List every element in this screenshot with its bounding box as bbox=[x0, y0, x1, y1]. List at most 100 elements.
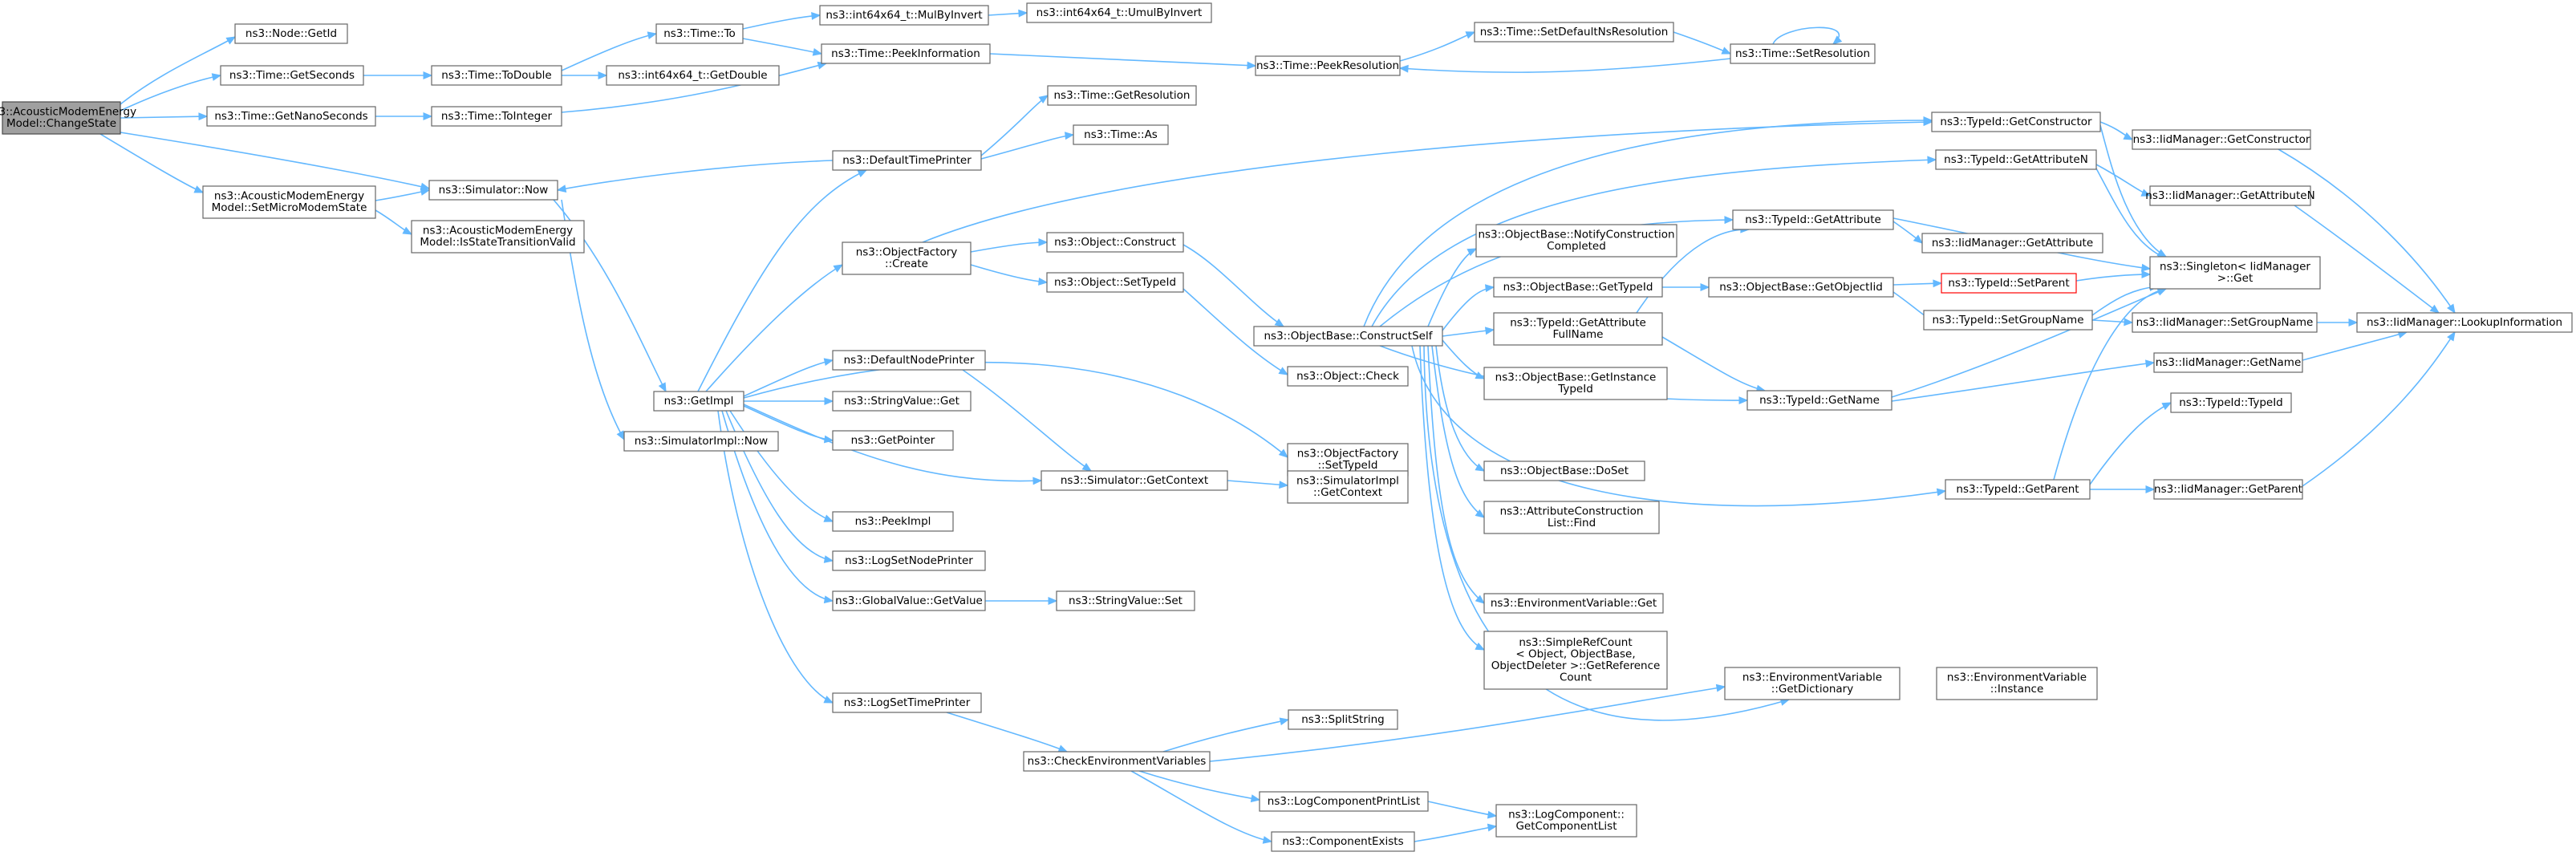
node-box bbox=[411, 220, 585, 254]
node-label: ns3::Time::ToDouble bbox=[441, 69, 551, 82]
node-n_simimplnow[interactable]: ns3::SimulatorImpl::Now bbox=[623, 431, 779, 452]
node-n_setdefns[interactable]: ns3::Time::SetDefaultNsResolution bbox=[1474, 22, 1674, 43]
node-n_splitstr[interactable]: ns3::SplitString bbox=[1288, 709, 1398, 730]
node-n_defnode[interactable]: ns3::DefaultNodePrinter bbox=[832, 350, 986, 371]
node-label: ::SetTypeId bbox=[1318, 459, 1378, 472]
edge-arrowhead bbox=[2348, 318, 2359, 327]
node-n_as[interactable]: ns3::Time::As bbox=[1073, 124, 1169, 145]
node-n_todouble[interactable]: ns3::Time::ToDouble bbox=[431, 65, 562, 86]
node-n_notify[interactable]: ns3::ObjectBase::NotifyConstructionCompl… bbox=[1475, 224, 1677, 258]
node-n_getcomplist[interactable]: ns3::LogComponent::GetComponentList bbox=[1495, 804, 1637, 838]
node-n_mulbyinv[interactable]: ns3::int64x64_t::MulByInvert bbox=[819, 5, 989, 26]
node-n_peekinfo[interactable]: ns3::Time::PeekInformation bbox=[821, 43, 991, 64]
node-n_lognode[interactable]: ns3::LogSetNodePrinter bbox=[832, 550, 986, 571]
node-n_simnow[interactable]: ns3::Simulator::Now bbox=[428, 180, 558, 201]
node-n_tgetattr[interactable]: ns3::TypeId::GetAttribute bbox=[1732, 209, 1894, 230]
node-n_ttypeid[interactable]: ns3::TypeId::TypeId bbox=[2170, 392, 2292, 413]
edge-line bbox=[743, 361, 1288, 458]
node-n_to[interactable]: ns3::Time::To bbox=[655, 23, 744, 44]
node-n_strset[interactable]: ns3::StringValue::Set bbox=[1056, 590, 1195, 611]
node-box bbox=[202, 185, 376, 219]
edge-line bbox=[1138, 770, 1260, 801]
edge-n_getseconds-to-n_todouble bbox=[363, 71, 433, 79]
edge-line bbox=[1399, 58, 1731, 73]
node-label: ns3::IidManager::GetConstructor bbox=[2133, 133, 2310, 146]
node-n_tgetparent[interactable]: ns3::TypeId::GetParent bbox=[1945, 479, 2091, 500]
node-n_peekres[interactable]: ns3::Time::PeekResolution bbox=[1255, 55, 1401, 76]
node-n_iidsetgroup[interactable]: ns3::IidManager::SetGroupName bbox=[2132, 312, 2318, 333]
node-n_setmicro[interactable]: ns3::AcousticModemEnergyModel::SetMicroM… bbox=[202, 185, 376, 219]
node-box bbox=[1041, 470, 1228, 491]
node-n_envinst[interactable]: ns3::EnvironmentVariable::Instance bbox=[1936, 667, 2098, 700]
node-root[interactable]: ns3::AcousticModemEnergyModel::ChangeSta… bbox=[0, 101, 136, 135]
node-n_compexists[interactable]: ns3::ComponentExists bbox=[1271, 831, 1415, 852]
edge-line bbox=[970, 241, 1048, 253]
node-n_getres[interactable]: ns3::Time::GetResolution bbox=[1047, 85, 1197, 106]
node-n_envget[interactable]: ns3::EnvironmentVariable::Get bbox=[1483, 593, 1664, 614]
node-n_simimplctx[interactable]: ns3::SimulatorImpl::GetContext bbox=[1287, 470, 1409, 504]
node-n_gvget[interactable]: ns3::GlobalValue::GetValue bbox=[832, 590, 986, 611]
node-n_tgetattrn[interactable]: ns3::TypeId::GetAttributeN bbox=[1935, 149, 2097, 170]
node-n_deftime[interactable]: ns3::DefaultTimePrinter bbox=[832, 150, 982, 171]
edge-line bbox=[2278, 148, 2456, 314]
edge-line bbox=[1371, 159, 1937, 327]
node-n_iidgetname[interactable]: ns3::IidManager::GetName bbox=[2153, 352, 2303, 373]
node-n_getptr[interactable]: ns3::GetPointer bbox=[832, 430, 954, 451]
node-n_umulbyinv[interactable]: ns3::int64x64_t::UmulByInvert bbox=[1026, 2, 1212, 23]
node-n_envdict[interactable]: ns3::EnvironmentVariable::GetDictionary bbox=[1724, 667, 1901, 700]
edge-line bbox=[1411, 345, 1946, 507]
node-n_peekimpl[interactable]: ns3::PeekImpl bbox=[832, 511, 954, 532]
node-n_iidgetparent[interactable]: ns3::IidManager::GetParent bbox=[2153, 479, 2303, 500]
edge-line bbox=[2302, 331, 2456, 487]
node-n_checkenv[interactable]: ns3::CheckEnvironmentVariables bbox=[1023, 751, 1211, 772]
node-n_doset[interactable]: ns3::ObjectBase::DoSet bbox=[1483, 460, 1645, 481]
node-n_objfcreate[interactable]: ns3::ObjectFactory::Create bbox=[842, 241, 972, 275]
node-box bbox=[606, 65, 780, 86]
node-n_strget[interactable]: ns3::StringValue::Get bbox=[832, 391, 972, 412]
node-n_obgettid[interactable]: ns3::ObjectBase::GetTypeId bbox=[1493, 277, 1663, 298]
node-n_tointeger[interactable]: ns3::Time::ToInteger bbox=[431, 106, 562, 127]
node-n_simgetctx[interactable]: ns3::Simulator::GetContext bbox=[1041, 470, 1228, 491]
node-n_getid[interactable]: ns3::Node::GetId bbox=[234, 23, 348, 44]
node-n_getimpl[interactable]: ns3::GetImpl bbox=[653, 391, 744, 412]
node-n_tsetgroup[interactable]: ns3::TypeId::SetGroupName bbox=[1923, 310, 2093, 331]
edge-arrowhead bbox=[423, 112, 433, 120]
node-n_tsetparent[interactable]: ns3::TypeId::SetParent bbox=[1941, 273, 2077, 294]
node-n_objfsettid[interactable]: ns3::ObjectFactory::SetTypeId bbox=[1287, 443, 1409, 477]
node-n_tgetctor[interactable]: ns3::TypeId::GetConstructor bbox=[1931, 112, 2101, 132]
node-n_isstate[interactable]: ns3::AcousticModemEnergyModel::IsStateTr… bbox=[411, 220, 585, 254]
node-label: ns3::LogComponent:: bbox=[1508, 809, 1625, 822]
node-n_construct[interactable]: ns3::Object::Construct bbox=[1046, 232, 1184, 253]
node-n_singleton[interactable]: ns3::Singleton< IidManager>::Get bbox=[2149, 256, 2321, 290]
edge-arrowhead bbox=[824, 397, 834, 405]
node-label: ns3::LogComponentPrintList bbox=[1268, 795, 1420, 808]
node-n_getseconds[interactable]: ns3::Time::GetSeconds bbox=[220, 65, 364, 86]
node-n_getnano[interactable]: ns3::Time::GetNanoSeconds bbox=[206, 106, 376, 127]
node-n_logprint[interactable]: ns3::LogComponentPrintList bbox=[1259, 791, 1429, 812]
edge-line bbox=[1891, 362, 2155, 402]
node-label: ns3::IidManager::GetName bbox=[2156, 356, 2302, 369]
node-box bbox=[1936, 667, 2098, 700]
node-n_objcheck[interactable]: ns3::Object::Check bbox=[1287, 366, 1409, 387]
node-n_obgetoid[interactable]: ns3::ObjectBase::GetObjectIid bbox=[1708, 277, 1894, 298]
node-n_setres[interactable]: ns3::Time::SetResolution bbox=[1730, 43, 1876, 64]
node-n_iidgetctor[interactable]: ns3::IidManager::GetConstructor bbox=[2132, 129, 2311, 150]
edge-n_tgetparent-to-n_iidgetparent bbox=[2090, 485, 2156, 493]
node-n_constructself[interactable]: ns3::ObjectBase::ConstructSelf bbox=[1253, 326, 1443, 347]
node-n_settypeid[interactable]: ns3::Object::SetTypeId bbox=[1046, 272, 1184, 293]
node-n_getdouble[interactable]: ns3::int64x64_t::GetDouble bbox=[606, 65, 780, 86]
node-n_lookup[interactable]: ns3::IidManager::LookupInformation bbox=[2356, 312, 2573, 333]
node-n_refcount[interactable]: ns3::SimpleRefCount< Object, ObjectBase,… bbox=[1483, 631, 1668, 690]
node-label: ns3::Time::ToInteger bbox=[441, 110, 553, 123]
node-n_iidgetattr[interactable]: ns3::IidManager::GetAttribute bbox=[1921, 233, 2103, 254]
edge-arrowhead bbox=[1247, 61, 1257, 70]
node-n_tgetname[interactable]: ns3::TypeId::GetName bbox=[1746, 390, 1892, 411]
edge-arrowhead bbox=[2447, 331, 2456, 342]
node-n_iidgetattrn[interactable]: ns3::IidManager::GetAttributeN bbox=[2145, 185, 2315, 206]
edge-arrowhead bbox=[823, 555, 834, 563]
node-n_logtime[interactable]: ns3::LogSetTimePrinter bbox=[832, 692, 982, 713]
edge-line bbox=[1431, 345, 1485, 518]
